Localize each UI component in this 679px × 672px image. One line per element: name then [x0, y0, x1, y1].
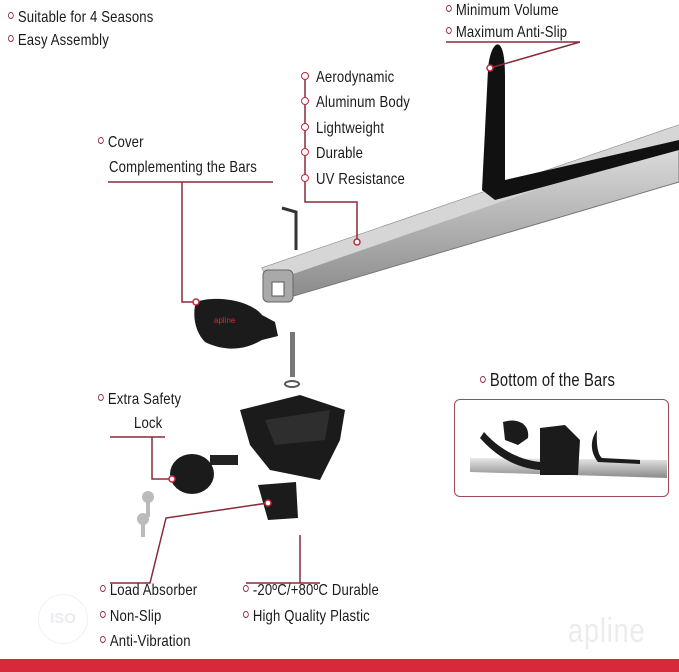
- feature-suitable-4-seasons: Suitable for 4 Seasons: [8, 5, 153, 30]
- feature-cover-subtitle: Complementing the Bars: [109, 159, 258, 176]
- bullet-icon: [98, 137, 104, 145]
- property-uv-resistance: UV Resistance: [316, 171, 405, 188]
- bullet-icon: [243, 585, 249, 593]
- feature-lock: Lock: [134, 415, 163, 432]
- bullet-icon: [301, 174, 309, 182]
- feature-easy-assembly: Easy Assembly: [8, 28, 109, 53]
- bullet-icon: [480, 375, 486, 383]
- feature-maximum-anti-slip: Maximum Anti-Slip: [446, 20, 567, 45]
- bullet-icon: [8, 12, 14, 20]
- bottom-of-bars-title: Bottom of the Bars: [480, 368, 615, 393]
- property-durable: Durable: [316, 145, 364, 162]
- feature-anti-vibration: Anti-Vibration: [100, 629, 191, 654]
- feature-load-absorber: Load Absorber: [100, 578, 197, 603]
- feature-cover: Cover: [98, 130, 144, 155]
- bullet-icon: [446, 27, 452, 35]
- property-lightweight: Lightweight: [316, 120, 385, 137]
- feature-temperature-range: -20ºC/+80ºC Durable: [243, 578, 379, 603]
- brand-watermark: apline: [568, 612, 646, 650]
- bullet-icon: [8, 35, 14, 43]
- bullet-icon: [100, 636, 106, 644]
- feature-high-quality-plastic: High Quality Plastic: [243, 604, 370, 629]
- bullet-icon: [243, 611, 249, 619]
- property-aluminum-body: Aluminum Body: [316, 94, 411, 111]
- cover-logo: apline: [214, 316, 236, 325]
- bullet-icon: [301, 72, 309, 80]
- bullet-icon: [446, 5, 452, 13]
- bullet-icon: [100, 585, 106, 593]
- bullet-icon: [98, 394, 104, 402]
- bullet-icon: [301, 148, 309, 156]
- bullet-icon: [301, 97, 309, 105]
- iso-badge: ISO: [38, 594, 88, 644]
- footer-bar: [0, 659, 679, 672]
- bullet-icon: [100, 611, 106, 619]
- property-aerodynamic: Aerodynamic: [316, 69, 395, 86]
- feature-minimum-volume: Minimum Volume: [446, 0, 559, 23]
- feature-non-slip: Non-Slip: [100, 604, 161, 629]
- bottom-of-bars-inset: [454, 399, 669, 497]
- feature-extra-safety: Extra Safety: [98, 387, 181, 412]
- bullet-icon: [301, 123, 309, 131]
